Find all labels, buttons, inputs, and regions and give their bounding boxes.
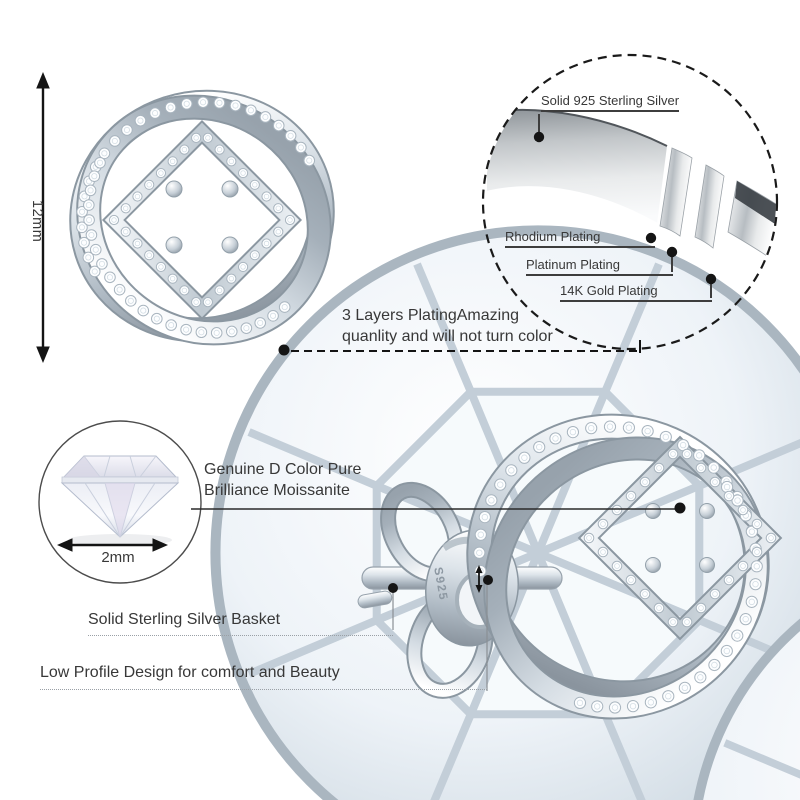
earring-front-view	[69, 89, 800, 800]
width-dimension-arrow	[57, 538, 168, 552]
platinum-layer-band	[694, 164, 725, 249]
plating-label-gold: 14K Gold Plating	[560, 283, 712, 302]
plating-note: 3 Layers PlatingAmazing quanlity and wil…	[342, 305, 553, 347]
leader-dot	[483, 575, 493, 585]
comfort-note: Low Profile Design for comfort and Beaut…	[40, 662, 487, 690]
plating-label-sterling-silver: Solid 925 Sterling Silver	[541, 93, 680, 112]
stone-note: Genuine D Color Pure Brilliance Moissani…	[204, 459, 361, 501]
leader-dot	[645, 232, 657, 244]
pave-band	[83, 156, 291, 339]
leader-dot	[388, 583, 398, 593]
rhodium-layer-band	[659, 147, 693, 237]
basket-note: Solid Sterling Silver Basket	[88, 609, 393, 636]
leader-dot	[674, 502, 686, 514]
stone-note-line2: Brilliance Moissanite	[204, 482, 350, 499]
pave-frame	[108, 132, 296, 308]
zoom-callout-circle	[481, 53, 779, 351]
height-dimension-label: 12mm	[29, 200, 45, 243]
post-height-arrow	[475, 565, 483, 593]
annotation-overlay	[36, 53, 779, 691]
leader-dot	[533, 131, 545, 143]
leader-dot	[278, 344, 290, 356]
knot-face	[466, 413, 800, 800]
gem-detail	[38, 420, 202, 584]
plating-note-line1: 3 Layers PlatingAmazing	[342, 307, 519, 324]
plating-diagram	[486, 108, 776, 259]
pave-band	[76, 96, 316, 278]
plating-label-rhodium: Rhodium Plating	[505, 229, 655, 248]
leader-dot	[705, 273, 717, 285]
leader-dot	[666, 246, 678, 258]
height-dimension-arrow	[36, 72, 50, 363]
stone-note-line1: Genuine D Color Pure	[204, 461, 362, 478]
plating-label-platinum: Platinum Plating	[526, 257, 673, 276]
pave-frame	[583, 448, 777, 628]
plating-note-line2: quanlity and will not turn color	[342, 328, 553, 345]
width-dimension-label: 2mm	[101, 549, 135, 566]
gem-circle-outline	[38, 420, 202, 584]
